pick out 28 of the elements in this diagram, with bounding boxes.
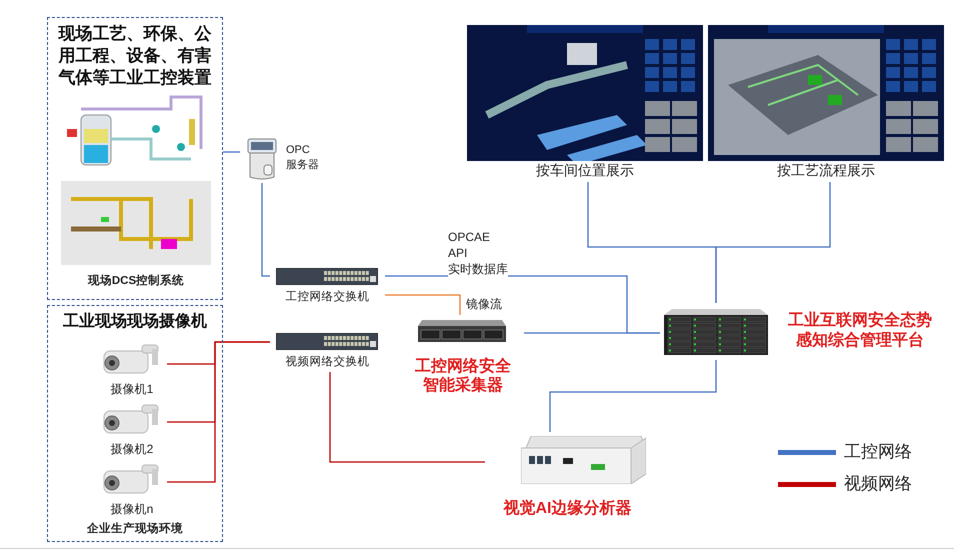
connector-line: [329, 372, 485, 463]
screen-caption: 按车间位置展示: [535, 162, 635, 180]
connector-line: [549, 360, 717, 432]
picture-caption: 现场DCS控制系统: [86, 273, 186, 288]
dashed-panel: [47, 305, 223, 542]
device-label: 视觉AI边缘分析器: [502, 498, 632, 519]
connector-line: [524, 332, 660, 334]
legend-label: 视频网络: [844, 473, 912, 495]
device-label: 视频网络交换机: [284, 354, 370, 369]
connector-line: [223, 151, 240, 153]
device-label: 工业互联网安全态势感知综合管理平台: [787, 311, 933, 351]
device-label: 工控网络交换机: [284, 289, 370, 304]
connector-line: [385, 294, 461, 315]
panel-title: 现场工艺、环保、公用工程、设备、有害气体等工业工控装置: [57, 23, 212, 89]
device-label: 工控网络安全智能采集器: [414, 357, 512, 395]
screen-caption: 按工艺流程展示: [776, 162, 876, 180]
edge-label: 镜像流: [466, 296, 502, 313]
camera-label: 摄像机2: [110, 441, 154, 458]
camera-label: 摄像机1: [110, 381, 154, 398]
connector-line: [261, 183, 270, 277]
connector-line: [167, 341, 270, 483]
dashed-panel: [47, 17, 223, 300]
connector-line: [715, 182, 831, 303]
camera-label: 摄像机n: [110, 501, 154, 518]
device-label: OPC 服务器: [286, 143, 319, 173]
panel-footer: 企业生产现场环境: [52, 521, 218, 536]
panel-title: 工业现场现场摄像机: [62, 312, 208, 332]
legend-label: 工控网络: [844, 441, 912, 463]
